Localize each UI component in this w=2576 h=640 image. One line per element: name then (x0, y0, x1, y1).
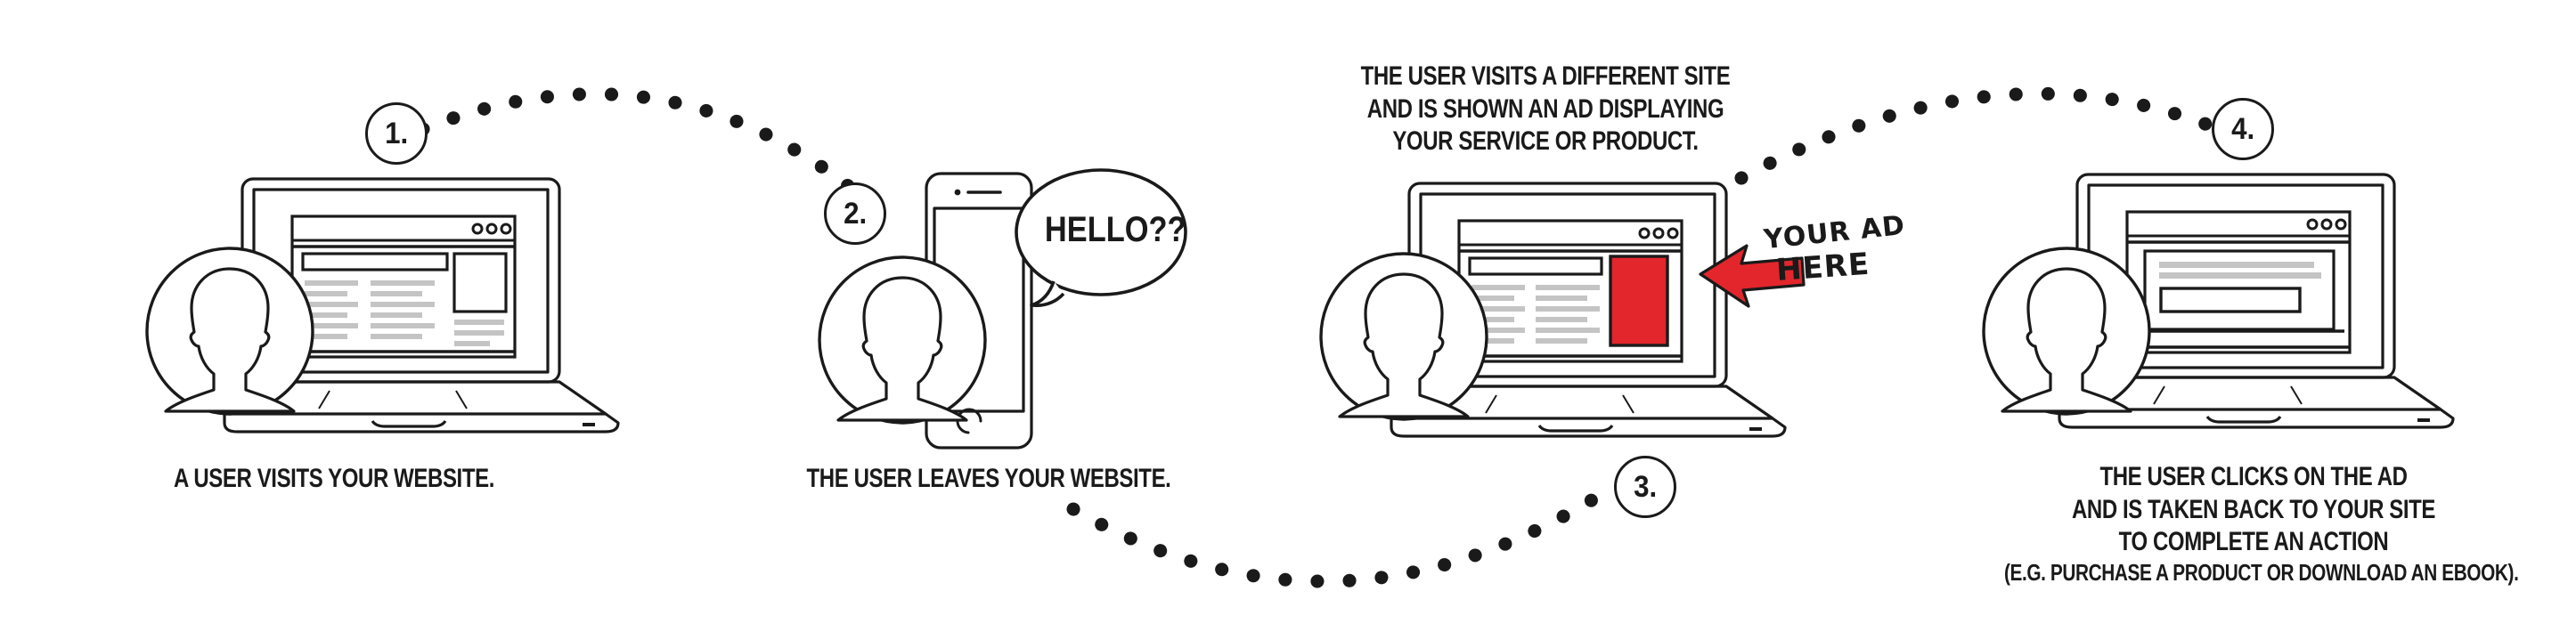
red-arrow-icon (1699, 244, 1806, 308)
speech-bubble-step2 (1015, 168, 1187, 308)
step-number-1: 1. (365, 102, 428, 165)
caption-step2: THE USER LEAVES YOUR WEBSITE. (806, 464, 1171, 493)
laptop-step3 (1390, 182, 1787, 438)
arc-step3-to-step4 (1734, 86, 2214, 185)
arc-step1-to-step2 (416, 87, 862, 198)
avatar-step1 (145, 247, 314, 416)
speech-bubble-text: HELLO?? (1044, 210, 1186, 249)
browser-window-step1 (290, 215, 517, 359)
step-number-3: 3. (1614, 456, 1676, 518)
form-input-box (2159, 287, 2302, 313)
browser-window-step4 (2125, 210, 2352, 354)
browser-window-step3 (1457, 219, 1683, 363)
heading-step3: THE USER VISITS A DIFFERENT SITE AND IS … (1360, 61, 1731, 157)
laptop-step1 (223, 177, 620, 433)
avatar-step3 (1319, 252, 1488, 421)
your-ad-here-annotation: YOUR AD HERE (1762, 209, 1907, 289)
laptop-step4 (2058, 173, 2455, 429)
step-number-2: 2. (824, 182, 886, 245)
ad-banner (1609, 255, 1669, 347)
avatar-step4 (1982, 247, 2151, 416)
arc-step2-to-step3 (1066, 491, 1602, 588)
step-number-4: 4. (2212, 98, 2274, 160)
avatar-step2 (818, 255, 987, 425)
caption-step1: A USER VISITS YOUR WEBSITE. (174, 464, 494, 493)
caption-step4: THE USER CLICKS ON THE AD AND IS TAKEN B… (2004, 462, 2519, 586)
